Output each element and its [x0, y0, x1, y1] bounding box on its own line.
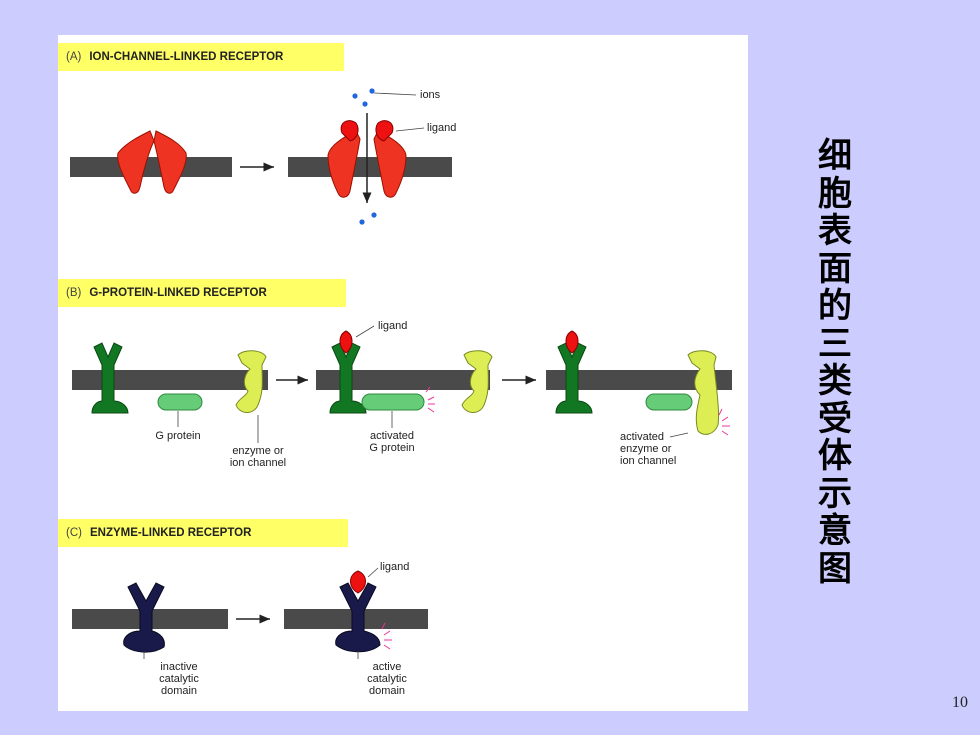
- enzyme-1: [235, 350, 267, 413]
- section-c-heading: ENZYME-LINKED RECEPTOR: [89, 527, 252, 539]
- enzyme-receptor-inactive: [123, 582, 165, 653]
- receptor-diagram: [70, 88, 732, 659]
- label-ions: ions: [420, 89, 441, 101]
- membrane-a-right: [288, 157, 452, 177]
- g-receptor-1: [91, 342, 129, 414]
- label-active-domain: active catalytic domain: [367, 661, 407, 697]
- activated-g-protein: [361, 393, 425, 411]
- ligand-c: [350, 570, 366, 594]
- enzyme-2: [461, 350, 493, 413]
- section-b-heading: G-PROTEIN-LINKED RECEPTOR: [89, 287, 267, 299]
- label-enzyme-or-ion-channel: enzyme or ion channel: [229, 445, 287, 469]
- g-protein-3: [645, 393, 693, 411]
- ion-dot: [352, 93, 358, 99]
- membrane-b-right: [546, 370, 732, 390]
- ligand-pointer-c: [367, 567, 379, 578]
- activated-enzyme-pointer: [669, 432, 689, 438]
- ion-channel-closed-right: [153, 130, 187, 194]
- ions-pointer: [373, 92, 417, 96]
- ligand-a-right: [375, 120, 394, 142]
- ligand-pointer-b: [355, 325, 375, 338]
- label-g-protein: G protein: [155, 430, 201, 442]
- section-a-title: (A) ION-CHANNEL-LINKED RECEPTOR: [58, 43, 344, 71]
- section-a-tag: (A): [66, 51, 82, 63]
- label-ligand-c: ligand: [380, 561, 410, 573]
- ligand-b1: [339, 330, 353, 354]
- section-b-title: (B) G-PROTEIN-LINKED RECEPTOR: [58, 279, 346, 307]
- label-activated-g-protein: activated G protein: [369, 430, 415, 454]
- receptor-figure: (A) ION-CHANNEL-LINKED RECEPTOR (B) G-PROT…: [58, 35, 748, 711]
- ligand-b2: [565, 330, 579, 354]
- ion-channel-open-right: [373, 130, 407, 198]
- section-c-tag: (C): [66, 527, 82, 539]
- activation-burst-1: [425, 386, 435, 413]
- membrane-b-left: [72, 370, 268, 390]
- activated-enzyme: [687, 350, 719, 435]
- label-ligand-b: ligand: [378, 320, 408, 332]
- ion-channel-open-left: [327, 130, 361, 198]
- label-activated-enzyme: activated enzyme or ion channel: [620, 431, 677, 467]
- ligand-a-left: [340, 120, 359, 142]
- side-title: 细胞表面的三类受体示意图: [818, 136, 852, 589]
- label-inactive-domain: inactive catalytic domain: [159, 661, 199, 697]
- g-receptor-3: [555, 342, 593, 414]
- g-protein-1: [157, 393, 203, 411]
- ion-channel-closed-left: [117, 130, 155, 194]
- membrane-a-left: [70, 157, 232, 177]
- section-b-tag: (B): [66, 287, 82, 299]
- ligand-pointer-a: [395, 127, 425, 132]
- label-ligand-a: ligand: [427, 122, 457, 134]
- ion-dot: [369, 88, 375, 94]
- activation-burst-2: [718, 408, 730, 436]
- ion-dot: [359, 219, 365, 225]
- section-a-heading: ION-CHANNEL-LINKED RECEPTOR: [89, 51, 284, 63]
- g-receptor-2: [329, 342, 367, 414]
- enzyme-receptor-active: [335, 582, 381, 653]
- activation-burst-3: [381, 622, 392, 650]
- membrane-b-mid: [316, 370, 490, 390]
- page-number: 10: [952, 694, 968, 711]
- ion-dot: [371, 212, 377, 218]
- section-c-title: (C) ENZYME-LINKED RECEPTOR: [58, 519, 348, 547]
- ion-dot: [362, 101, 368, 107]
